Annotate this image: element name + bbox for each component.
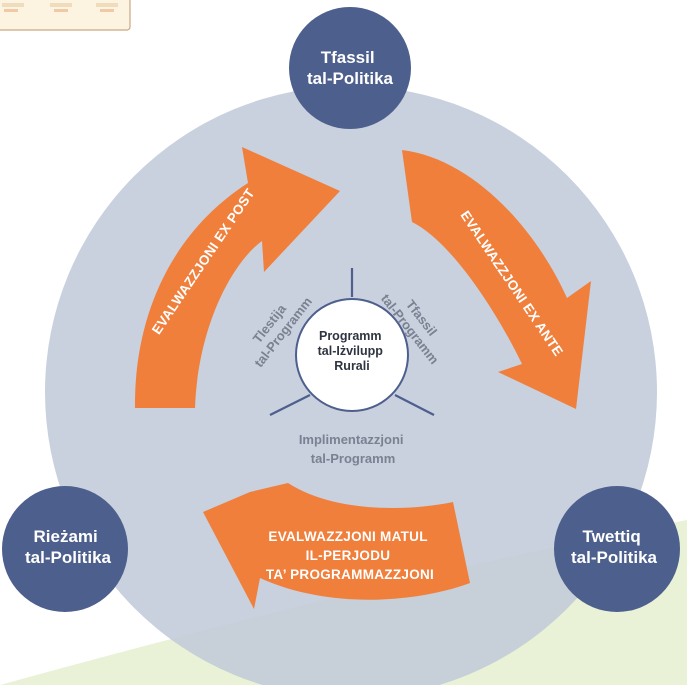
center-label-line3: Rurali (334, 359, 369, 373)
node-policy-design-line2: tal-Politika (307, 69, 394, 88)
node-policy-review: Rieżami tal-Politika (2, 486, 128, 612)
arrow-ex-ante (402, 150, 591, 409)
top-left-thumbnail (0, 0, 131, 31)
svg-text:Rieżami tal-Politika: Rieżami tal-Politika (25, 527, 112, 567)
node-policy-implementation-line2: tal-Politika (571, 548, 658, 567)
svg-text:Twettiq tal-Politika: Twettiq tal-Politika (571, 527, 658, 567)
spoke-left (269, 394, 311, 416)
center-label-line1: Programm (319, 329, 382, 343)
node-policy-design: Tfassil tal-Politika (289, 7, 411, 129)
svg-text:Programm tal-Iżvilupp: Programm tal-Iżvilupp Rurali (318, 329, 387, 373)
center-circle (295, 298, 409, 412)
arrow-label-during-line3: TA’ PROGRAMMAZZJONI (266, 567, 434, 582)
arrow-label-during-line2: IL-PERJODU (306, 548, 391, 563)
node-policy-review-line2: tal-Politika (25, 548, 112, 567)
node-policy-review-line1: Rieżami (34, 527, 98, 546)
spoke-label-implementation-line1: Implimentazzjoni (299, 432, 404, 447)
arrow-label-during-line1: EVALWAZZJONI MATUL (268, 529, 427, 544)
spoke-right (394, 394, 435, 416)
node-policy-design-line1: Tfassil (321, 48, 375, 67)
node-policy-implementation-line1: Twettiq (583, 527, 641, 546)
arrow-during-programming (203, 483, 470, 609)
svg-text:Tfassil tal-Politika: Tfassil tal-Politika (307, 48, 394, 88)
svg-text:Implimentazzjoni tal-Progr: Implimentazzjoni tal-Programm (299, 432, 407, 466)
svg-text:EVALWAZZJONI MATUL IL-PERJ: EVALWAZZJONI MATUL IL-PERJODU TA’ PROGRA… (266, 529, 434, 582)
center-label-line2: tal-Iżvilupp (318, 344, 384, 358)
spoke-label-implementation-line2: tal-Programm (311, 451, 396, 466)
arrow-ex-post (134, 147, 340, 408)
node-policy-implementation: Twettiq tal-Politika (554, 486, 680, 612)
